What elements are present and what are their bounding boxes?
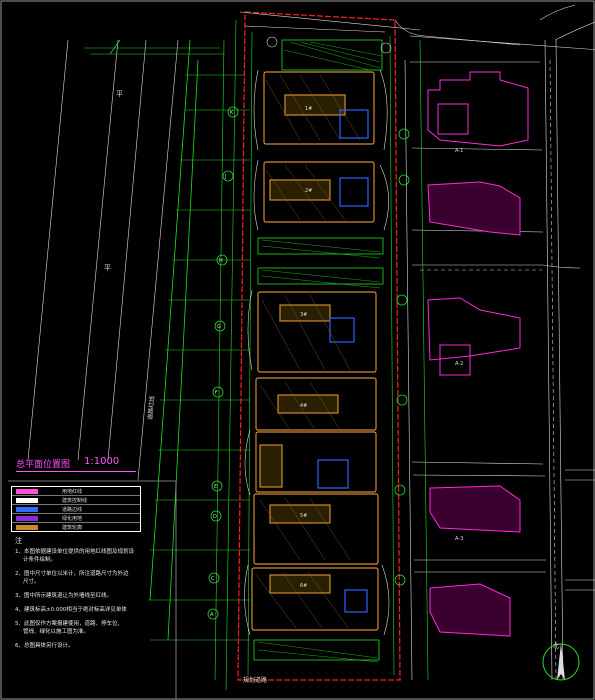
svg-text:3#: 3# — [300, 312, 307, 318]
north-label: 北 — [553, 642, 559, 650]
legend-row: 建筑控制线 — [12, 496, 140, 505]
drawing-title: 总平面位置图 1:1000 — [16, 456, 136, 472]
svg-text:2#: 2# — [305, 188, 312, 194]
building-hatch — [255, 74, 361, 629]
top-road — [239, 11, 595, 50]
legend-label: 道路边线 — [62, 506, 83, 513]
legend-row: 用地红线 — [12, 487, 140, 496]
note-item: 5、此图仅作方案报建使用，道路、停车位、 — [15, 621, 124, 627]
legend: 用地红线 建筑控制线 道路边线 绿化用地 建筑轮廓 — [11, 486, 141, 532]
svg-text:G: G — [217, 324, 221, 330]
building-2 — [263, 161, 375, 223]
legend-swatch — [16, 524, 38, 530]
svg-text:D: D — [213, 514, 217, 520]
svg-text:1#: 1# — [305, 106, 312, 112]
legend-swatch — [16, 497, 38, 503]
site-green-lines — [214, 19, 429, 691]
svg-text:A: A — [210, 612, 214, 618]
legend-swatch — [16, 488, 38, 494]
notes-frame — [8, 480, 177, 699]
north-arrow — [542, 643, 580, 681]
building-6 — [253, 493, 379, 565]
svg-text:A-1: A-1 — [455, 148, 463, 154]
legend-label: 建筑控制线 — [62, 497, 88, 504]
legend-swatch — [16, 506, 38, 512]
svg-text:J: J — [224, 174, 226, 180]
legend-label: 绿化用地 — [62, 515, 83, 522]
note-item: 6、总图具体另行设计。 — [15, 643, 74, 649]
svg-text:4#: 4# — [300, 403, 307, 409]
svg-text:H: H — [219, 258, 223, 264]
legend-swatch — [16, 515, 38, 521]
note-item: 2、图中尺寸单位以米计，所注道路尺寸为外边 — [15, 571, 129, 577]
building-3 — [257, 291, 377, 373]
svg-text:6#: 6# — [300, 583, 307, 589]
buildings — [251, 71, 379, 631]
site-boundary — [237, 11, 401, 681]
legend-row: 道路边线 — [12, 505, 140, 514]
side-char-1: 平 — [116, 90, 123, 98]
note-item: 4、建筑标高±0.000相当于绝对标高详见单体 — [15, 607, 127, 613]
svg-text:K: K — [230, 110, 234, 116]
axis-letters: K J H G F E D C A — [210, 110, 234, 618]
side-char-2: 平 — [104, 264, 111, 272]
svg-text:E: E — [214, 484, 217, 490]
top-green-strip — [266, 36, 392, 71]
road-bottom-label: 规划道路 — [243, 676, 267, 684]
building-7 — [251, 567, 379, 631]
notes-header: 注 — [15, 537, 22, 545]
legend-row: 建筑轮廓 — [12, 523, 140, 531]
svg-text:C: C — [211, 576, 215, 582]
road-curves — [244, 69, 390, 636]
building-labels: 1# 2# 3# 4# 5# 6# A-1 A-2 A-3 — [300, 106, 463, 589]
building-5 — [255, 431, 377, 493]
existing-buildings-east — [427, 71, 529, 637]
road-west-label: 道路红线 — [146, 396, 156, 421]
note-item: 1、本图依据建设单位提供的用地红线图及规划设 — [15, 549, 135, 555]
drawing-title-text: 总平面位置图 — [16, 460, 71, 470]
building-4 — [255, 377, 377, 431]
svg-text:F: F — [215, 390, 218, 396]
svg-text:A-2: A-2 — [455, 361, 463, 367]
svg-text:A-3: A-3 — [455, 536, 463, 542]
legend-row: 绿化用地 — [12, 514, 140, 523]
west-road — [27, 39, 179, 481]
note-item: 计条件绘制。 — [23, 557, 57, 563]
legend-label: 建筑轮廓 — [62, 524, 83, 531]
legend-label: 用地红线 — [62, 488, 83, 495]
grid-axis-markers — [207, 106, 410, 620]
east-dashed — [420, 59, 557, 681]
green-belts — [253, 237, 384, 663]
note-item: 3、图中所示建筑退让为外墙线至红线。 — [15, 593, 113, 599]
note-item: 尺寸。 — [23, 579, 40, 585]
note-item: 管线、绿化以施工图为准。 — [23, 629, 90, 635]
drawing-scale: 1:1000 — [84, 456, 120, 467]
design-notes: 注 1、本图依据建设单位提供的用地红线图及规划设 计条件绘制。 2、图中尺寸单位… — [15, 538, 175, 657]
svg-text:5#: 5# — [300, 513, 307, 519]
building-1 — [263, 71, 375, 145]
east-road-grid — [404, 4, 595, 681]
